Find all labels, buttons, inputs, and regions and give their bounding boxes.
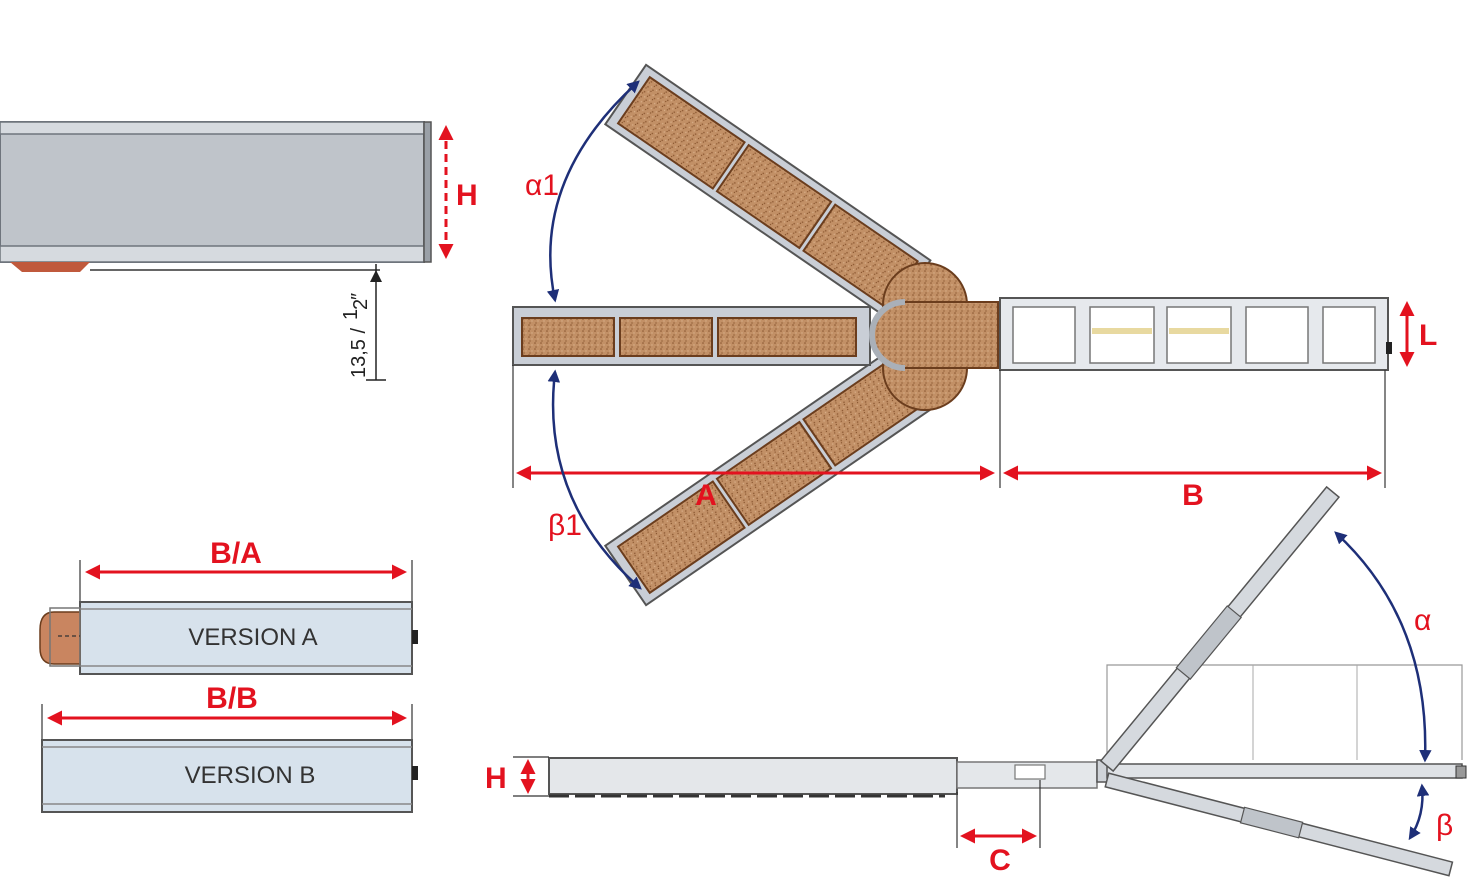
clearance-arrow [370,270,382,282]
version-a-nose-frame [49,607,81,667]
horizontal-arm-tip [1455,765,1467,779]
downward-arm [1104,772,1454,877]
junction-guide [869,299,906,371]
bottom-side-view: H C α β [485,485,1467,877]
b-section-cell-2 [1089,306,1155,364]
top-view-conveyor: L A B α1 β1 [512,63,1437,607]
alpha1-arc [546,80,640,303]
ba-label: B/A [210,537,262,570]
l-label: L [1419,319,1437,352]
side-view-body [0,121,425,263]
horizontal-arm [1106,763,1463,779]
upward-arm [1099,485,1341,773]
side-view-bottom-rail [0,245,425,263]
b-section-cell-2-strip [1092,328,1152,334]
downward-arm-section [1239,806,1304,839]
clearance-main: 13,5 / [348,328,370,378]
clearance-num: 1 [340,309,362,320]
middle-arm-belt-3 [717,317,857,357]
side-view-underside-belt [10,262,90,272]
beta1-arc [547,369,642,590]
height-label-top: H [456,179,478,212]
b-section-cell-3 [1166,306,1232,364]
alpha1-label: α1 [525,169,559,202]
side-view-top-rail [0,121,425,135]
clearance-dimension-text: 13,5 / 1 2 ″ [340,293,372,378]
side-view-end-cap [423,121,432,263]
middle-arm-belt-2 [619,317,713,357]
c-label: C [989,844,1011,877]
b-label: B [1182,479,1204,512]
b-section-cell-3-strip [1169,328,1229,334]
b-section-cell-4 [1245,306,1309,364]
alpha-label: α [1414,604,1431,637]
version-b-label: VERSION B [185,762,316,789]
version-a-transfer-nose [39,611,81,665]
h-bottom-label: H [485,762,507,795]
upward-arm-section [1175,605,1243,680]
upper-diagonal-arm [603,63,932,322]
b-section-conveyor [999,297,1392,371]
version-b-end-block [412,766,418,780]
bottom-extension-detail [1014,764,1046,780]
upper-arm-belt-2 [715,143,833,250]
lower-diagonal-arm [603,348,932,607]
junction-merge-belt [871,301,999,369]
version-a-end-block [412,630,418,644]
beta-arc [1408,783,1430,841]
middle-straight-arm [512,306,871,366]
bottom-main-body [548,757,958,795]
version-b-block: B/B VERSION B [41,682,418,813]
a-label: A [695,479,717,512]
beta-label: β [1436,809,1453,842]
bb-label: B/B [206,682,258,715]
b-section-cell-5 [1322,306,1376,364]
beta1-label: β1 [548,509,582,542]
version-a-label: VERSION A [188,624,317,651]
raised-arm-outline [1106,664,1463,760]
middle-arm-belt-1 [521,317,615,357]
alpha-arc [1334,531,1432,763]
version-a-block: B/A VERSION A [39,537,418,675]
center-junction [869,262,999,411]
b-section-cell-1 [1012,306,1076,364]
clearance-den: 2 [350,299,372,310]
version-a-body [79,601,413,675]
b-section-end-block [1386,342,1392,354]
side-view-top-left: H 13,5 / 1 2 ″ [0,121,478,381]
clearance-inch: ″ [348,293,370,300]
